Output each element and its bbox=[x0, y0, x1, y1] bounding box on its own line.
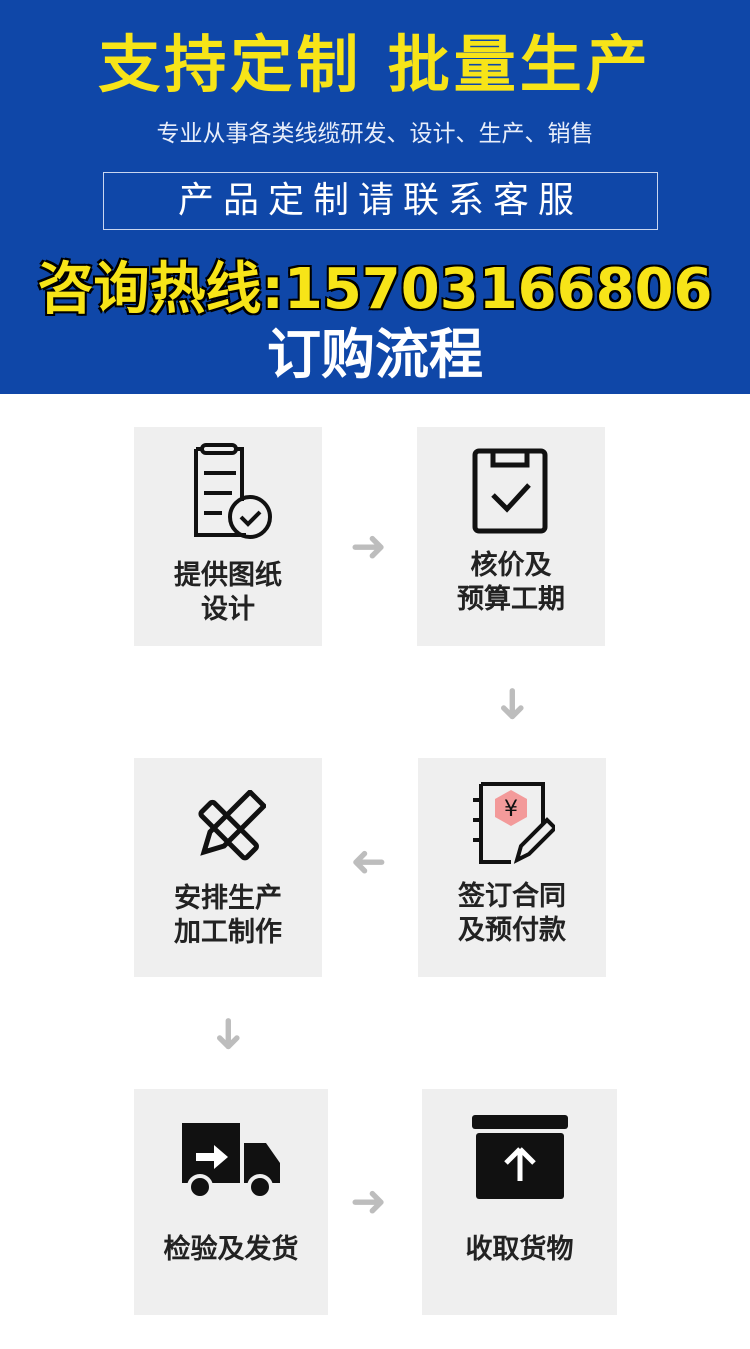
arrow-down-icon: ➜ bbox=[487, 685, 539, 723]
step-label: 签订合同 bbox=[458, 881, 566, 912]
arrow-down-icon: ➜ bbox=[203, 1015, 255, 1053]
step-card-quote: 核价及 预算工期 bbox=[417, 427, 605, 646]
step-card-design: 提供图纸 设计 bbox=[134, 427, 322, 646]
clipboard-tick-icon bbox=[472, 448, 548, 534]
step-label: 核价及 bbox=[470, 550, 552, 581]
header-banner: 支持定制 批量生产 专业从事各类线缆研发、设计、生产、销售 产品定制请联系客服 … bbox=[0, 0, 750, 394]
step-label: 设计 bbox=[201, 594, 255, 625]
svg-text:¥: ¥ bbox=[504, 797, 518, 822]
contract-yen-icon: ¥ bbox=[473, 782, 555, 864]
arrow-left-icon: ➜ bbox=[350, 836, 387, 887]
step-label: 预算工期 bbox=[457, 584, 565, 615]
step-card-production: 安排生产 加工制作 bbox=[134, 758, 322, 977]
headline: 支持定制 批量生产 bbox=[98, 28, 652, 101]
clipboard-check-icon bbox=[194, 443, 272, 539]
step-label: 安排生产 bbox=[174, 883, 282, 914]
step-label: 及预付款 bbox=[458, 915, 566, 946]
custom-notice: 产品定制请联系客服 bbox=[103, 172, 658, 230]
step-label: 检验及发货 bbox=[163, 1234, 299, 1265]
step-card-shipping: 检验及发货 bbox=[134, 1089, 328, 1315]
arrow-right-icon: ➜ bbox=[350, 521, 387, 572]
truck-icon bbox=[182, 1123, 280, 1200]
step-label: 加工制作 bbox=[174, 917, 282, 948]
section-title: 订购流程 bbox=[267, 323, 483, 386]
subtitle: 专业从事各类线缆研发、设计、生产、销售 bbox=[156, 121, 594, 147]
pencil-ruler-icon bbox=[198, 790, 266, 861]
step-card-contract: ¥ 签订合同 及预付款 bbox=[418, 758, 606, 977]
arrow-right-icon: ➜ bbox=[350, 1176, 387, 1227]
box-receive-icon bbox=[471, 1115, 568, 1199]
step-label: 收取货物 bbox=[465, 1234, 574, 1265]
step-label: 提供图纸 bbox=[174, 560, 282, 591]
step-card-receive: 收取货物 bbox=[422, 1089, 617, 1315]
hotline: 咨询热线:15703166806 bbox=[37, 257, 713, 322]
